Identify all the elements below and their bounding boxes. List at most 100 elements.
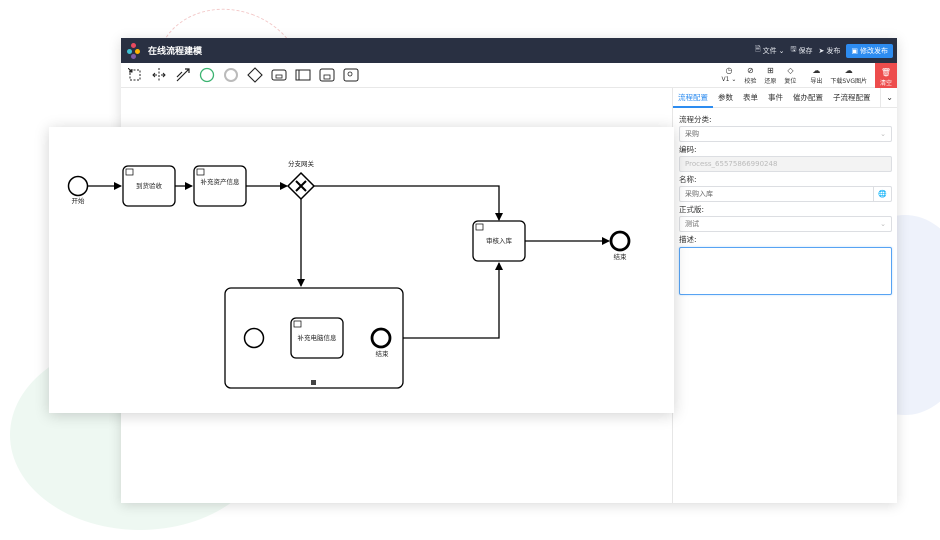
space-tool-icon[interactable] bbox=[151, 67, 167, 83]
check-circle-icon: ⊘ bbox=[747, 66, 754, 75]
gateway-x-icon bbox=[295, 180, 307, 192]
download-svg-button[interactable]: ☁ 下载SVG图片 bbox=[830, 63, 867, 85]
save-label: 保存 bbox=[798, 46, 813, 55]
sub-end-event[interactable] bbox=[370, 327, 392, 349]
user-task-icon bbox=[125, 168, 134, 176]
task-tool-icon[interactable] bbox=[271, 67, 287, 83]
tab-params[interactable]: 参数 bbox=[718, 92, 733, 102]
cloud-download-icon: ☁ bbox=[844, 66, 853, 75]
publish-label: 发布 bbox=[826, 46, 841, 55]
connect-tool-icon[interactable] bbox=[175, 67, 191, 83]
save-button[interactable]: 🖫 保存 bbox=[791, 45, 813, 56]
reset-label: 复位 bbox=[784, 78, 797, 85]
name-value: 采购入库 bbox=[685, 190, 713, 198]
file-label: 文件 bbox=[762, 46, 777, 55]
logo-icon bbox=[127, 42, 141, 59]
globe-icon[interactable]: 🌐 bbox=[873, 187, 891, 201]
category-select[interactable]: 采购 ⌄ bbox=[679, 126, 892, 142]
user-task-tool-icon[interactable] bbox=[319, 67, 335, 83]
palette-toolbar: ◷ V1 ⌄ ⊘ 校验 ⊞ 还原 ◇ 复位 ☁ 导出 bbox=[121, 63, 897, 88]
trash-icon: 🗑 bbox=[880, 67, 892, 77]
sub-end-label: 结束 bbox=[375, 350, 389, 358]
name-input[interactable]: 采购入库 🌐 bbox=[679, 186, 892, 202]
flow-subprocess-to-task3[interactable] bbox=[403, 262, 503, 339]
export-button[interactable]: ☁ 导出 bbox=[810, 63, 822, 85]
clear-button[interactable]: 🗑 清空 bbox=[875, 63, 897, 88]
version-select-form[interactable]: 测试 ⌄ bbox=[679, 216, 892, 232]
restore-icon: ⊞ bbox=[767, 66, 774, 75]
task1-label: 到货验收 bbox=[136, 182, 162, 190]
user-task-icon bbox=[293, 320, 302, 328]
tab-reminder-config[interactable]: 催办配置 bbox=[793, 92, 823, 102]
cloud-upload-icon: ☁ bbox=[812, 66, 821, 75]
description-label: 描述: bbox=[679, 235, 697, 244]
clock-icon: ◷ bbox=[725, 66, 733, 75]
tab-process-config[interactable]: 流程配置 bbox=[673, 88, 713, 108]
task2-label: 补充资产信息 bbox=[200, 178, 240, 186]
version-value: 测试 bbox=[685, 220, 699, 228]
start-event[interactable] bbox=[67, 175, 89, 197]
gateway-label: 分支网关 bbox=[288, 160, 314, 168]
publish-button[interactable]: ➤ 发布 bbox=[819, 46, 841, 56]
category-label: 流程分类: bbox=[679, 115, 712, 124]
toolbar-right: ◷ V1 ⌄ ⊘ 校验 ⊞ 还原 ◇ 复位 ☁ 导出 bbox=[722, 63, 897, 88]
restore-label: 还原 bbox=[764, 78, 777, 85]
reset-icon: ◇ bbox=[787, 66, 794, 75]
end-event[interactable] bbox=[609, 230, 631, 252]
tab-form[interactable]: 表单 bbox=[743, 92, 758, 102]
code-input[interactable]: Process_65575866990248 bbox=[679, 156, 892, 172]
version-label: V1 ⌄ bbox=[721, 76, 737, 83]
end-event-tool-icon[interactable] bbox=[223, 67, 239, 83]
category-value: 采购 bbox=[685, 130, 699, 138]
chevron-down-icon: ⌄ bbox=[778, 46, 785, 55]
restore-button[interactable]: ⊞ 还原 bbox=[764, 63, 776, 85]
subprocess-collapse-marker[interactable] bbox=[311, 380, 316, 385]
modify-publish-label: 修改发布 bbox=[860, 46, 888, 55]
chevron-down-icon: ⌄ bbox=[880, 130, 886, 138]
header-actions: 🗎 文件 ⌄ 🖫 保存 ➤ 发布 ▣ 修改发布 bbox=[755, 43, 897, 58]
tabs-chevron-down-icon[interactable]: ⌄ bbox=[880, 88, 893, 108]
version-select[interactable]: ◷ V1 ⌄ bbox=[722, 63, 737, 83]
version-label-form: 正式版: bbox=[679, 205, 705, 214]
task-supplement-asset[interactable] bbox=[193, 165, 247, 207]
properties-panel: 流程配置 参数 表单 事件 催办配置 子流程配置 ⌄ 流程分类: 采购 ⌄ 编码… bbox=[672, 88, 897, 503]
sub-task-computer-info[interactable] bbox=[290, 317, 344, 359]
reset-button[interactable]: ◇ 复位 bbox=[784, 63, 796, 85]
process-form: 流程分类: 采购 ⌄ 编码: Process_65575866990248 名称… bbox=[673, 108, 897, 295]
name-label: 名称: bbox=[679, 175, 697, 184]
export-label: 导出 bbox=[810, 78, 823, 85]
app-title: 在线流程建模 bbox=[148, 47, 203, 57]
lasso-tool-icon[interactable] bbox=[127, 67, 143, 83]
clear-label: 清空 bbox=[879, 79, 892, 87]
user-task-icon bbox=[196, 168, 205, 176]
task-arrival-inspection[interactable] bbox=[122, 165, 176, 207]
file-icon: 🗎 bbox=[755, 45, 761, 53]
subprocess-tool-icon[interactable] bbox=[343, 67, 359, 83]
start-event-label: 开始 bbox=[71, 197, 85, 205]
bpmn-diagram-svg bbox=[67, 165, 631, 389]
flow-gateway-to-task3[interactable] bbox=[314, 185, 503, 221]
task3-label: 审核入库 bbox=[486, 237, 512, 245]
code-value: Process_65575866990248 bbox=[685, 160, 778, 168]
end-event-label: 结束 bbox=[613, 253, 627, 261]
tab-subprocess-config[interactable]: 子流程配置 bbox=[833, 92, 871, 102]
send-icon: ➤ bbox=[818, 46, 825, 55]
sub-task-label: 补充电脑信息 bbox=[297, 334, 337, 342]
tab-events[interactable]: 事件 bbox=[768, 92, 783, 102]
start-event-tool-icon[interactable] bbox=[199, 67, 215, 83]
modify-publish-button[interactable]: ▣ 修改发布 bbox=[846, 43, 893, 58]
topbar: 在线流程建模 🗎 文件 ⌄ 🖫 保存 ➤ 发布 ▣ 修改发布 bbox=[121, 38, 897, 63]
gateway-tool-icon[interactable] bbox=[247, 67, 263, 83]
sub-start-event[interactable] bbox=[243, 327, 265, 349]
user-task-icon bbox=[475, 223, 484, 231]
check-button[interactable]: ⊘ 校验 bbox=[744, 63, 756, 85]
file-menu-button[interactable]: 🗎 文件 ⌄ bbox=[755, 45, 785, 56]
edit-icon: ▣ bbox=[851, 46, 858, 55]
bpmn-canvas[interactable]: 开始 到货验收 补充资产信息 分支网关 审核入库 结束 补充电脑信息 结束 bbox=[49, 127, 674, 413]
code-label: 编码: bbox=[679, 145, 697, 154]
task-review-storage[interactable] bbox=[472, 220, 526, 262]
pool-tool-icon[interactable] bbox=[295, 67, 311, 83]
description-textarea[interactable] bbox=[679, 247, 892, 295]
chevron-down-icon: ⌄ bbox=[880, 220, 886, 228]
